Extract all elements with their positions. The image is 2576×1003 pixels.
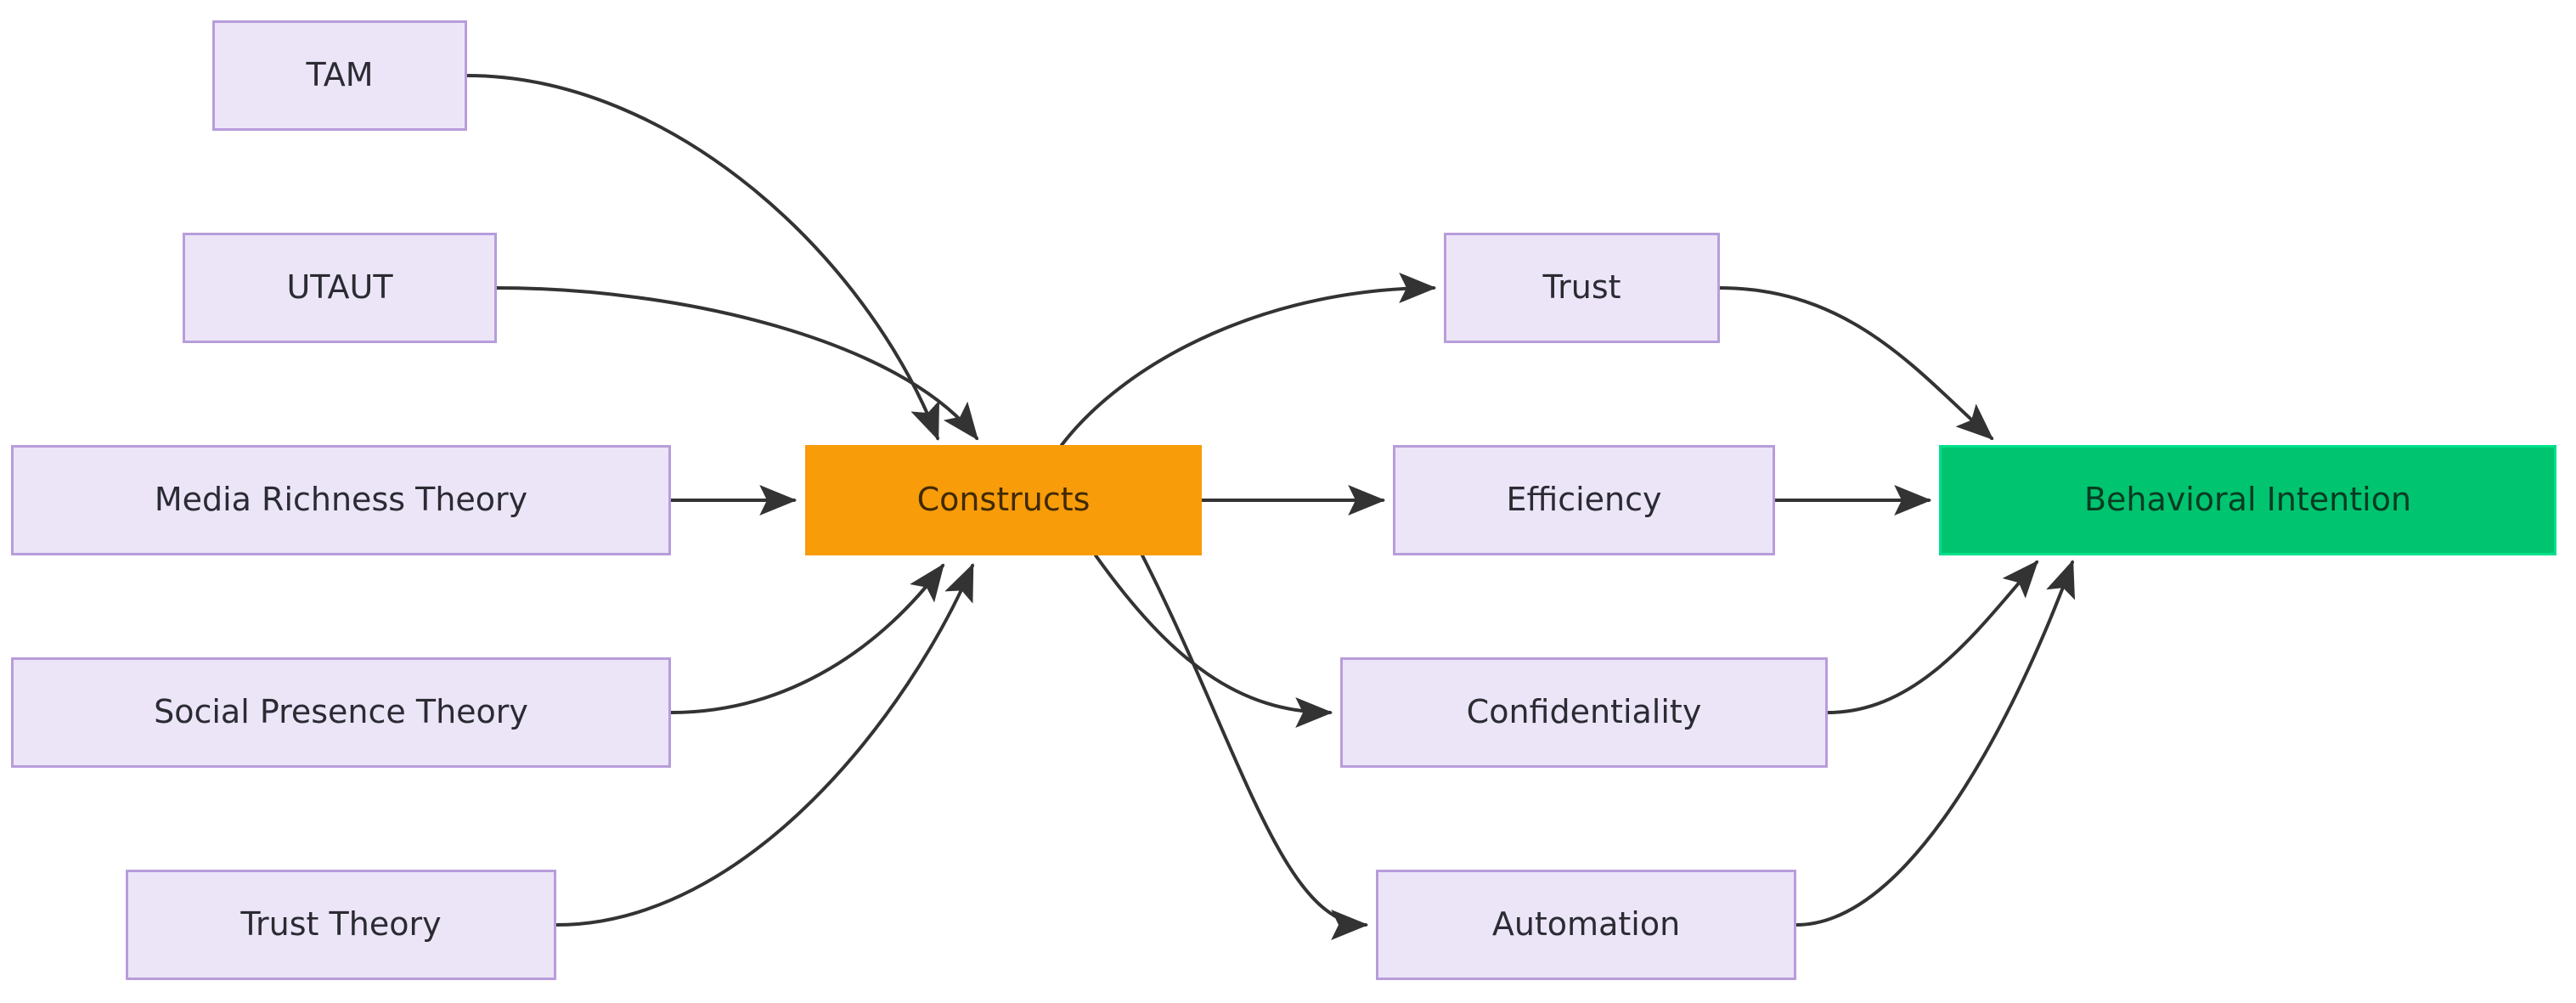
node-label-mrt: Media Richness Theory: [154, 481, 528, 519]
node-label-automation: Automation: [1491, 905, 1681, 944]
node-label-utaut: UTAUT: [286, 268, 393, 307]
node-trust_theory[interactable]: Trust Theory: [126, 870, 556, 980]
node-conf[interactable]: Confidentiality: [1340, 657, 1828, 768]
edge-tam-to-constructs: [465, 74, 939, 441]
edge-utaut-to-constructs: [495, 286, 978, 441]
node-label-tam: TAM: [306, 56, 374, 94]
node-spt[interactable]: Social Presence Theory: [11, 657, 671, 768]
edge-constructs-to-automation: [1141, 554, 1369, 940]
edge-conf-to-bi: [1826, 560, 2039, 714]
node-trust[interactable]: Trust: [1444, 233, 1720, 343]
node-efficiency[interactable]: Efficiency: [1393, 445, 1775, 555]
node-tam[interactable]: TAM: [212, 20, 467, 131]
node-label-efficiency: Efficiency: [1506, 481, 1662, 519]
node-label-spt: Social Presence Theory: [154, 693, 528, 731]
edge-constructs-to-trust: [1060, 273, 1437, 447]
node-constructs[interactable]: Constructs: [805, 445, 1202, 555]
edge-group: [465, 74, 2076, 940]
edge-automation-to-bi: [1795, 559, 2076, 927]
edge-spt-to-constructs: [669, 563, 944, 714]
node-label-constructs: Constructs: [916, 481, 1091, 519]
node-bi[interactable]: Behavioral Intention: [1939, 445, 2556, 555]
node-label-trust_theory: Trust Theory: [240, 905, 442, 944]
node-utaut[interactable]: UTAUT: [183, 233, 497, 343]
edge-constructs-to-conf: [1094, 554, 1333, 728]
node-label-trust: Trust: [1542, 268, 1621, 307]
node-automation[interactable]: Automation: [1376, 870, 1796, 980]
edge-trust-to-bi: [1718, 286, 1994, 441]
node-label-bi: Behavioral Intention: [2083, 481, 2412, 519]
node-label-conf: Confidentiality: [1466, 693, 1702, 731]
node-mrt[interactable]: Media Richness Theory: [11, 445, 671, 555]
